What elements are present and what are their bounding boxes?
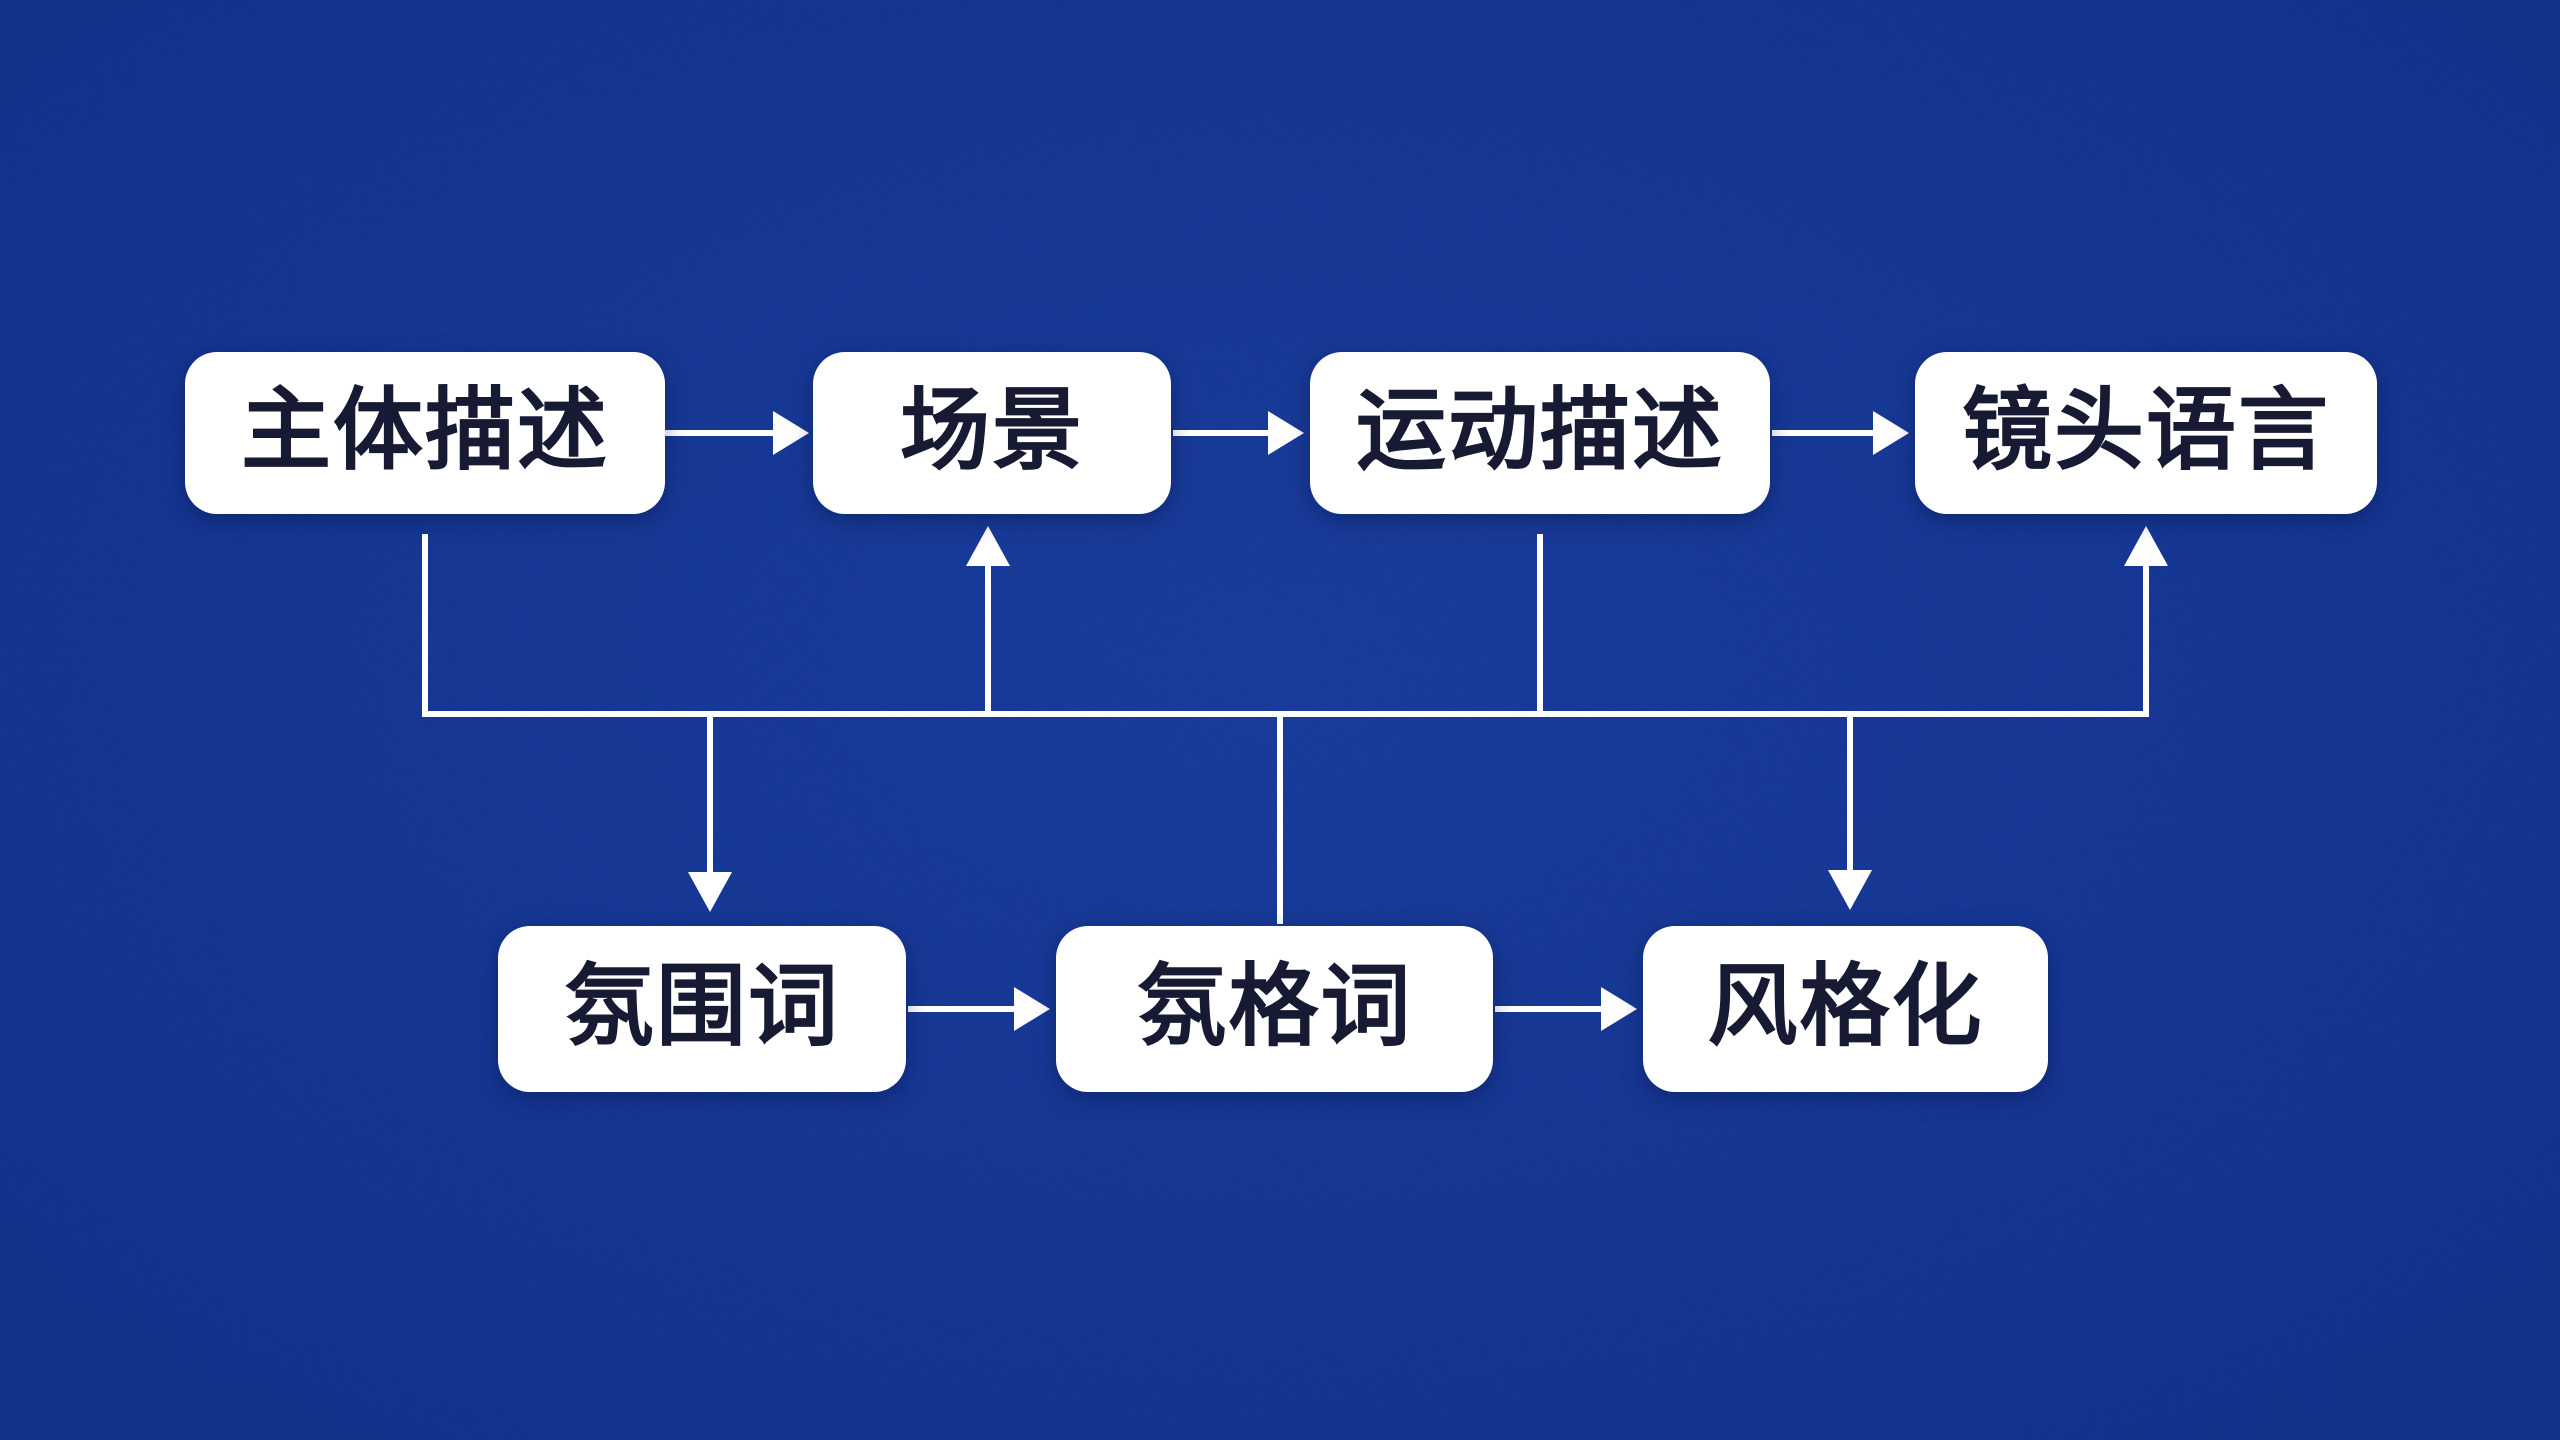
edge-subject-to-scene-arrowhead	[773, 411, 809, 455]
node-atmosphere-words: 氛围词	[498, 926, 906, 1092]
node-label-ambience-style-words: 氛格词	[1136, 957, 1413, 1057]
node-label-stylization: 风格化	[1707, 957, 1984, 1057]
edge-scene-to-motion-arrowhead	[1268, 411, 1304, 455]
node-label-subject-description: 主体描述	[241, 381, 609, 481]
node-label-scene: 场景	[900, 381, 1084, 481]
edge-bus-to-atmosphere-arrowhead	[688, 872, 732, 912]
edge-bus-to-stylization-arrowhead	[1828, 870, 1872, 910]
node-ambience-style-words: 氛格词	[1056, 926, 1493, 1092]
edge-atmosphere-to-ambience-arrowhead	[1014, 987, 1050, 1031]
edge-bus-to-camera-arrowhead	[2124, 526, 2168, 566]
node-label-atmosphere-words: 氛围词	[564, 957, 840, 1057]
node-label-camera-language: 镜头语言	[1962, 381, 2330, 481]
node-motion-description: 运动描述	[1310, 352, 1770, 514]
node-label-motion-description: 运动描述	[1356, 381, 1724, 481]
edge-motion-to-camera-arrowhead	[1873, 411, 1909, 455]
node-camera-language: 镜头语言	[1915, 352, 2377, 514]
node-subject-description: 主体描述	[185, 352, 665, 514]
node-stylization: 风格化	[1643, 926, 2048, 1092]
edge-ambience-to-stylization-arrowhead	[1601, 987, 1637, 1031]
node-scene: 场景	[813, 352, 1171, 514]
edge-bus-to-scene-arrowhead	[966, 526, 1010, 566]
